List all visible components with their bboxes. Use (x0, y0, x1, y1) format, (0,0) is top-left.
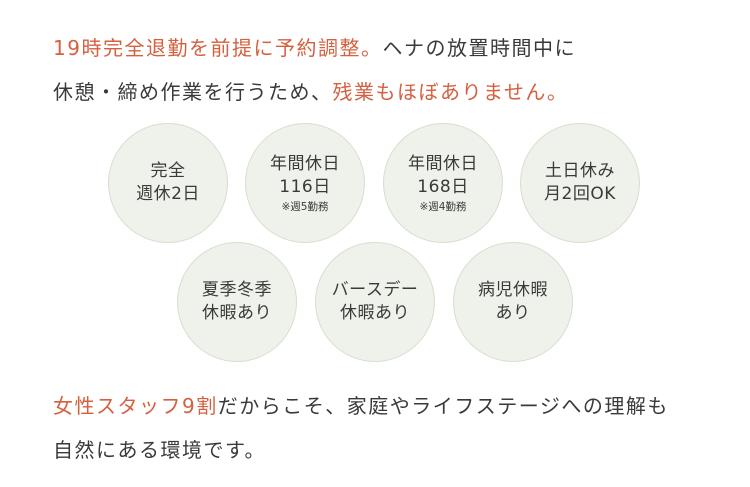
badge-line: 年間休日 (408, 153, 478, 174)
outro-paragraph: 女性スタッフ9割だからこそ、家庭やライフステージへの理解も 自然にある環境です。 (53, 384, 669, 472)
badge-note: ※週5勤務 (281, 200, 329, 213)
outro-text-2: 自然にある環境です。 (53, 438, 266, 462)
badge-summer-winter-leave: 夏季冬季 休暇あり (177, 242, 297, 362)
badge-line: 休暇あり (340, 303, 410, 323)
badge-note: ※週4勤務 (419, 200, 467, 213)
badge-line: 年間休日 (270, 153, 340, 174)
badge-annual-holidays-116: 年間休日 116日 ※週5勤務 (245, 123, 365, 243)
badge-full-weekly-2days: 完全 週休2日 (108, 123, 228, 243)
badge-line: あり (495, 303, 531, 323)
badge-birthday-leave: バースデー 休暇あり (315, 242, 435, 362)
badge-line: 土日休み (545, 161, 615, 181)
badge-line: 夏季冬季 (202, 280, 272, 300)
intro-paragraph: 19時完全退勤を前提に予約調整。ヘナの放置時間中に 休憩・締め作業を行うため、残… (53, 26, 576, 114)
badge-line: 完全 (150, 161, 186, 181)
badge-line: 116日 (279, 176, 331, 197)
badge-line: 休暇あり (202, 303, 272, 323)
intro-text-1: ヘナの放置時間中に (382, 36, 576, 60)
badge-annual-holidays-168: 年間休日 168日 ※週4勤務 (383, 123, 503, 243)
intro-highlight-1: 19時完全退勤を前提に予約調整。 (53, 36, 383, 60)
intro-text-2: 休憩・締め作業を行うため、 (53, 80, 333, 104)
badge-sick-child-leave: 病児休暇 あり (453, 242, 573, 362)
badge-line: 病児休暇 (478, 280, 548, 300)
badge-line: 168日 (417, 176, 469, 197)
outro-text-1: だからこそ、家庭やライフステージへの理解も (217, 394, 669, 418)
intro-highlight-2: 残業もほぼありません。 (332, 80, 569, 104)
outro-highlight: 女性スタッフ9割 (53, 394, 218, 418)
badge-line: 週休2日 (136, 184, 200, 204)
badge-line: バースデー (331, 280, 419, 300)
badge-weekend-off: 土日休み 月2回OK (520, 123, 640, 243)
badge-line: 月2回OK (544, 184, 616, 204)
